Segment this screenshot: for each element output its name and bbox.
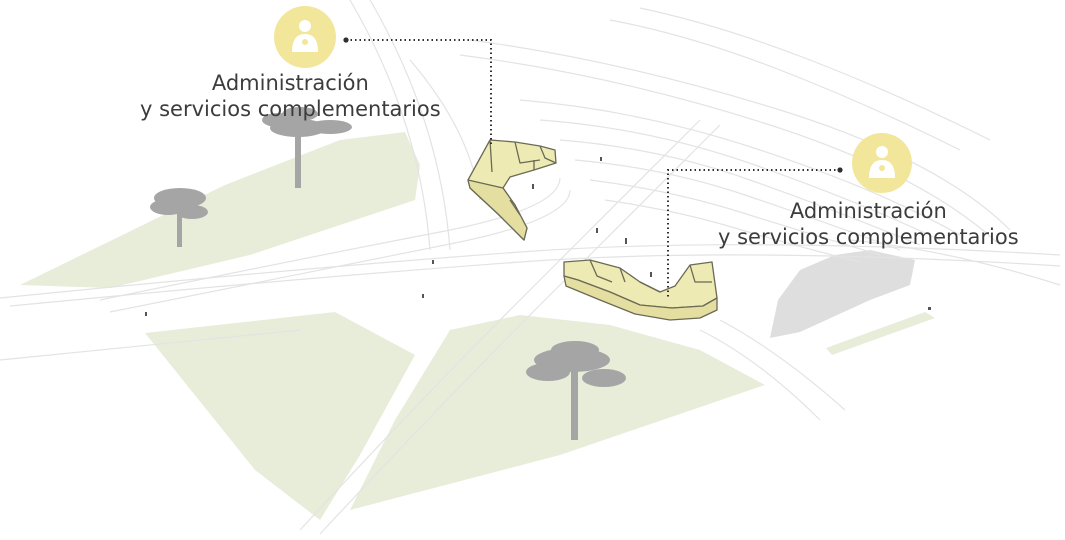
post-marker bbox=[532, 184, 534, 189]
tree-small-west bbox=[150, 188, 208, 247]
callout-marker-2 bbox=[852, 133, 912, 193]
lawn-east-strip bbox=[826, 312, 935, 355]
post-marker bbox=[145, 312, 147, 316]
callout-label-1-line1: Administración bbox=[211, 71, 369, 95]
building-south-wall bbox=[563, 275, 718, 321]
callout-label-2: Administración y servicios complementari… bbox=[718, 198, 1019, 250]
plaza-gray-area bbox=[770, 250, 915, 338]
tree-crown bbox=[308, 120, 352, 134]
callout-label-1-line2: y servicios complementarios bbox=[140, 97, 441, 121]
tree-crown bbox=[526, 363, 570, 381]
building-north bbox=[467, 139, 557, 241]
person-icon bbox=[869, 146, 895, 178]
callout-label-2-line1: Administración bbox=[789, 199, 947, 223]
tree-large-northwest bbox=[262, 107, 352, 188]
tree-crown bbox=[282, 107, 318, 121]
post-marker bbox=[432, 260, 434, 264]
tree-trunk bbox=[177, 205, 182, 247]
leader-dot bbox=[343, 37, 349, 43]
lawn-southwest bbox=[145, 312, 415, 520]
post-marker bbox=[596, 228, 598, 233]
tree-large-south bbox=[526, 341, 626, 440]
post-marker bbox=[422, 294, 424, 298]
post-marker bbox=[625, 238, 627, 244]
tree-crown bbox=[551, 341, 599, 359]
callout-label-2-line2: y servicios complementarios bbox=[718, 225, 1019, 249]
post-marker bbox=[650, 272, 652, 277]
leader-dot bbox=[837, 167, 843, 173]
building-north-detail bbox=[489, 139, 557, 216]
lawn-areas bbox=[20, 132, 935, 520]
leader-line-north bbox=[346, 39, 492, 145]
person-icon bbox=[292, 20, 318, 52]
building-south-detail bbox=[589, 259, 712, 293]
callout-label-1: Administración y servicios complementari… bbox=[140, 70, 441, 122]
building-south bbox=[563, 259, 718, 321]
leader-lines bbox=[346, 39, 840, 297]
site-markers bbox=[145, 157, 931, 316]
post-marker bbox=[600, 157, 602, 161]
leader-line-south bbox=[667, 169, 840, 297]
callout-marker-1 bbox=[274, 6, 336, 68]
lawn-northwest bbox=[20, 132, 420, 288]
lawn-south bbox=[350, 315, 765, 510]
tree-crown bbox=[582, 369, 626, 387]
tree-trunk bbox=[571, 370, 578, 440]
building-north-wall bbox=[467, 179, 528, 241]
tree-crown bbox=[176, 205, 208, 219]
post-marker bbox=[928, 307, 931, 310]
tree-trunk bbox=[295, 130, 301, 188]
